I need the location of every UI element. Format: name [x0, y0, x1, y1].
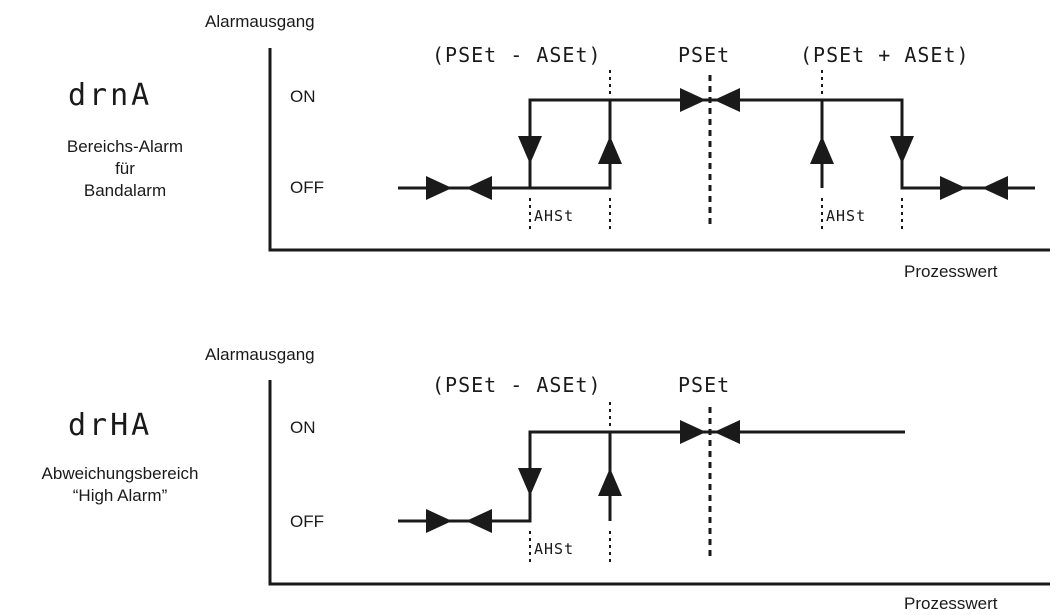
- hysteresis-label: AHSt: [826, 207, 867, 225]
- arrow-left-icon: [466, 176, 492, 200]
- x-axis-label: Prozesswert: [904, 594, 998, 613]
- arrow-down-icon: [518, 468, 542, 496]
- arrow-left-icon: [714, 88, 740, 112]
- arrow-down-icon: [890, 136, 914, 164]
- setpoint-label: PSEt: [678, 373, 731, 397]
- arrow-up-icon: [598, 136, 622, 164]
- formula-low: (PSEt - ASEt): [432, 43, 602, 67]
- arrow-up-icon: [598, 468, 622, 496]
- arrow-down-icon: [518, 136, 542, 164]
- mode-code: drHA: [68, 408, 153, 443]
- axis-lines: [268, 380, 1050, 586]
- state-off-label: OFF: [290, 512, 324, 531]
- signal-path: [398, 98, 1035, 190]
- state-on-label: ON: [290, 418, 316, 437]
- formula-low: (PSEt - ASEt): [432, 373, 602, 397]
- arrow-right-icon: [680, 420, 706, 444]
- mode-code: drnA: [68, 78, 153, 113]
- arrow-up-icon: [810, 136, 834, 164]
- arrow-right-icon: [426, 509, 452, 533]
- axis-lines: [268, 48, 1050, 252]
- mode-description: Bereichs-Alarm für Bandalarm: [66, 137, 184, 200]
- state-on-label: ON: [290, 87, 316, 106]
- formula-high: (PSEt + ASEt): [800, 43, 970, 67]
- arrow-right-icon: [940, 176, 966, 200]
- hysteresis-label: AHSt: [534, 540, 575, 558]
- x-axis-label: Prozesswert: [904, 262, 998, 281]
- hysteresis-label: AHSt: [534, 207, 575, 225]
- arrow-right-icon: [426, 176, 452, 200]
- arrow-left-icon: [466, 509, 492, 533]
- setpoint-label: PSEt: [678, 43, 731, 67]
- arrow-left-icon: [982, 176, 1008, 200]
- y-axis-label: Alarmausgang: [205, 345, 315, 364]
- mode-description: Abweichungsbereich “High Alarm”: [41, 464, 199, 505]
- signal-path: [530, 100, 612, 190]
- arrow-right-icon: [680, 88, 706, 112]
- y-axis-label: Alarmausgang: [205, 12, 315, 31]
- state-off-label: OFF: [290, 178, 324, 197]
- arrow-left-icon: [714, 420, 740, 444]
- signal-path: [398, 430, 905, 523]
